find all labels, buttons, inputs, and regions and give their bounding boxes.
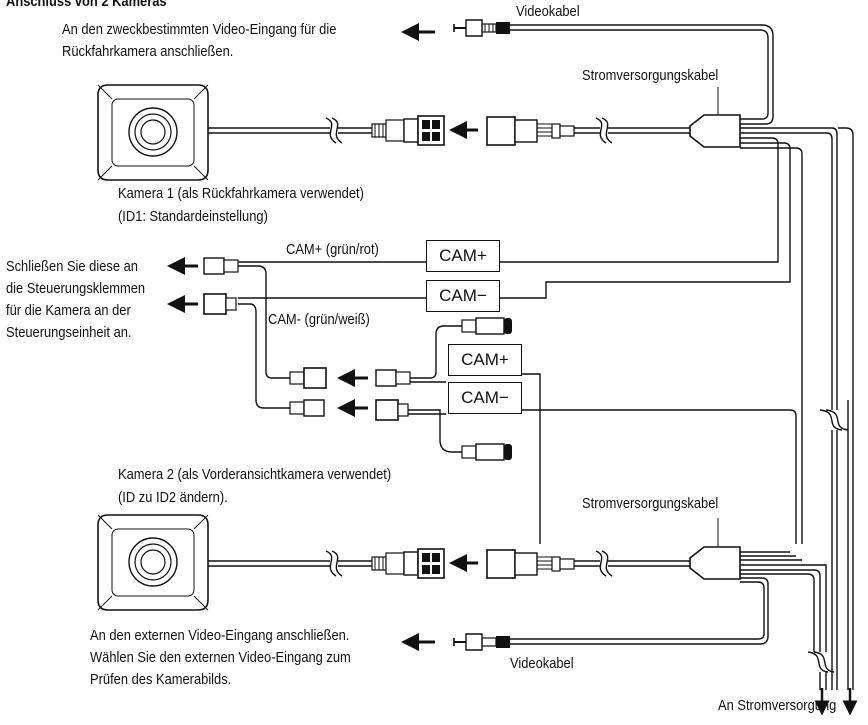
video-cable-1 [453, 19, 774, 125]
power-wires-1 [500, 127, 849, 690]
control-note-line-3: für die Kamera an der [6, 302, 131, 319]
camera-2-cable [208, 548, 445, 579]
power-cable-2 [453, 518, 835, 690]
camera-2-control-connectors [375, 317, 797, 544]
camera-2-caption-line-2: (ID zu ID2 ändern). [118, 489, 228, 506]
camera-1-icon [97, 84, 209, 181]
cam-minus-box-1: CAM− [426, 280, 500, 312]
camera-2-icon [97, 514, 209, 611]
bottom-video-note-line-1: An den externen Video-Eingang anschließe… [90, 627, 350, 644]
camera-1-cable [208, 115, 445, 146]
top-video-note-line-1: An den zweckbestimmten Video-Eingang für… [62, 21, 337, 38]
camera-1-caption-line-2: (ID1: Standardeinstellung) [118, 208, 268, 225]
video-cable-label-1: Videokabel [516, 3, 580, 20]
cam-plus-box-1: CAM+ [426, 240, 500, 272]
control-note-line-4: Steuerungseinheit an. [6, 324, 132, 341]
cam-minus-wire-label: CAM- (grün/weiß) [268, 311, 370, 328]
camera-1-caption-line-1: Kamera 1 (als Rückfahrkamera verwendet) [118, 185, 364, 202]
power-cable-label-2: Stromversorgungskabel [582, 495, 719, 512]
bottom-video-note-line-2: Wählen Sie den externen Video-Eingang zu… [90, 649, 351, 666]
cam-minus-box-2: CAM− [448, 382, 522, 414]
bottom-video-note-line-3: Prüfen des Kamerabilds. [90, 671, 232, 688]
control-note-line-2: die Steuerungsklemmen [6, 280, 146, 297]
cam-plus-box-2: CAM+ [448, 344, 522, 376]
cam-plus-wire-label: CAM+ (grün/rot) [286, 241, 379, 258]
top-video-note-line-2: Rückfahrkamera anschließen. [62, 43, 234, 60]
control-connectors [203, 257, 426, 417]
power-cable-label-1: Stromversorgungskabel [582, 67, 719, 84]
control-note-line-1: Schließen Sie diese an [6, 258, 138, 275]
power-supply-label: An Stromversorgung [718, 697, 837, 714]
video-cable-label-2: Videokabel [510, 655, 574, 672]
camera-2-caption-line-1: Kamera 2 (als Vorderansichtkamera verwen… [118, 466, 392, 483]
diagram-heading: Anschluss von 2 Kameras [6, 0, 167, 10]
power-cable-1 [486, 87, 741, 148]
